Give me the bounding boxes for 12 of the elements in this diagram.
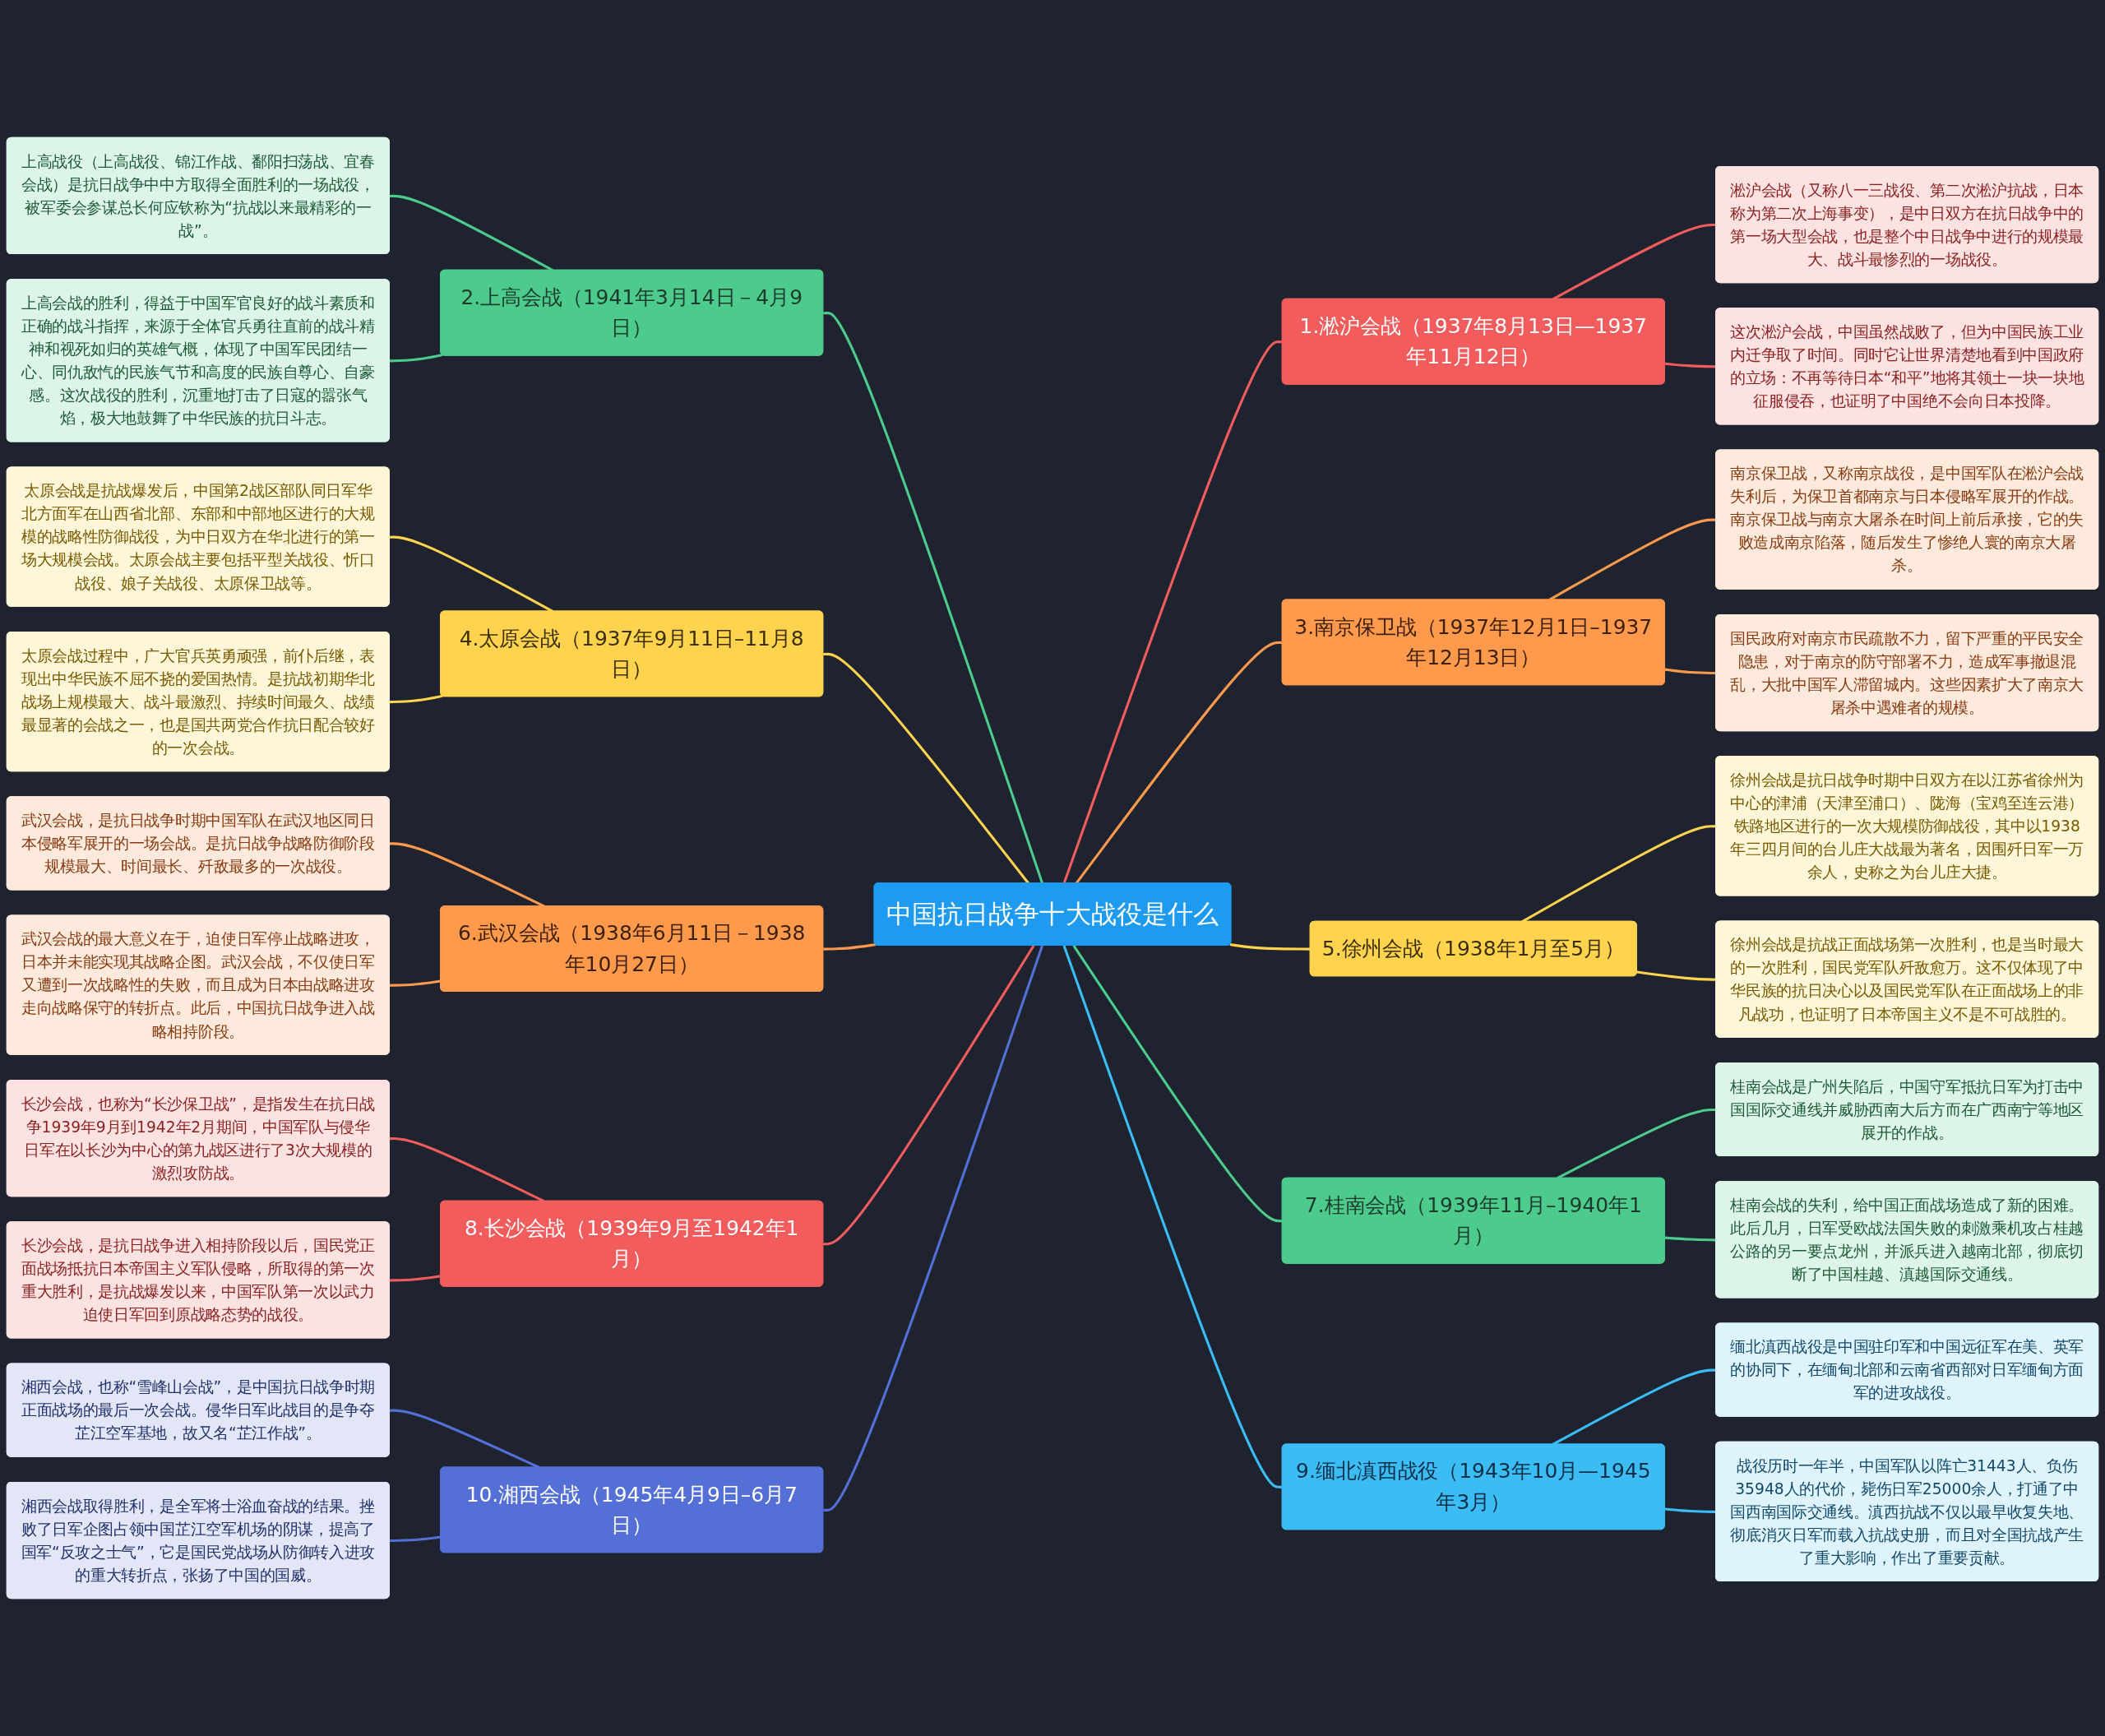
- connector: [823, 943, 877, 951]
- connector: [389, 354, 443, 363]
- connector: [389, 535, 554, 613]
- connector: [1062, 340, 1283, 884]
- connector: [823, 945, 1043, 1511]
- connector: [1062, 945, 1283, 1488]
- connector: [389, 1409, 540, 1469]
- connector: [823, 945, 1035, 1246]
- connector: [1229, 943, 1311, 951]
- connector: [1072, 945, 1283, 1223]
- connector: [823, 312, 1044, 884]
- connector: [389, 694, 443, 704]
